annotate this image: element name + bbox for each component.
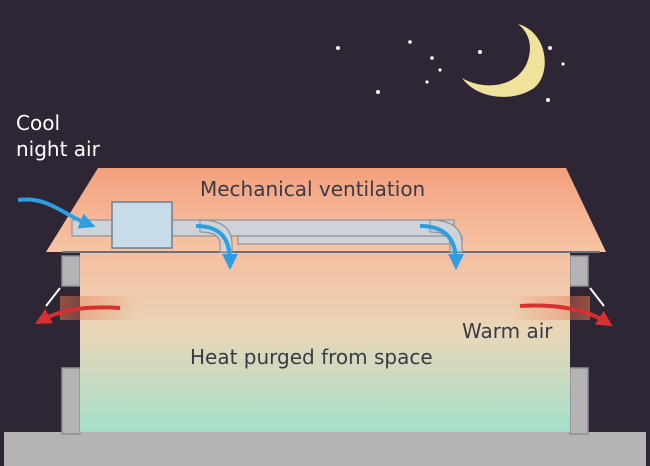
- fan-unit: [111, 201, 173, 249]
- star-icon: [438, 68, 442, 72]
- warm-air-arrow: [34, 305, 121, 324]
- heat-purged-label: Heat purged from space: [190, 345, 433, 369]
- building-structure: [4, 255, 646, 466]
- cool-night-air-line2: night air: [16, 137, 100, 161]
- cool-night-air-line1: Cool: [16, 111, 60, 135]
- warm-air-arrow: [519, 303, 613, 327]
- star-icon: [430, 56, 434, 60]
- moon-icon: [462, 24, 545, 97]
- window-sash-right: [589, 287, 605, 307]
- star-icon: [408, 40, 412, 44]
- star-icon: [425, 80, 429, 84]
- warm-air-label: Warm air: [462, 319, 553, 343]
- cool-air-arrow: [195, 224, 238, 270]
- star-icon: [561, 62, 565, 66]
- star-icon: [546, 98, 550, 102]
- cool-air-arrow: [17, 197, 96, 229]
- stars: [336, 40, 565, 102]
- star-icon: [478, 50, 482, 54]
- warm-glow-right: [510, 296, 590, 320]
- star-icon: [376, 90, 380, 94]
- cool-night-air-label: Cool night air: [16, 110, 100, 162]
- mechanical-ventilation-label: Mechanical ventilation: [200, 177, 426, 201]
- cool-air-arrow: [419, 224, 464, 270]
- star-icon: [548, 46, 552, 50]
- interior-space: [80, 252, 570, 432]
- window-sash-left: [45, 287, 61, 307]
- star-icon: [336, 46, 340, 50]
